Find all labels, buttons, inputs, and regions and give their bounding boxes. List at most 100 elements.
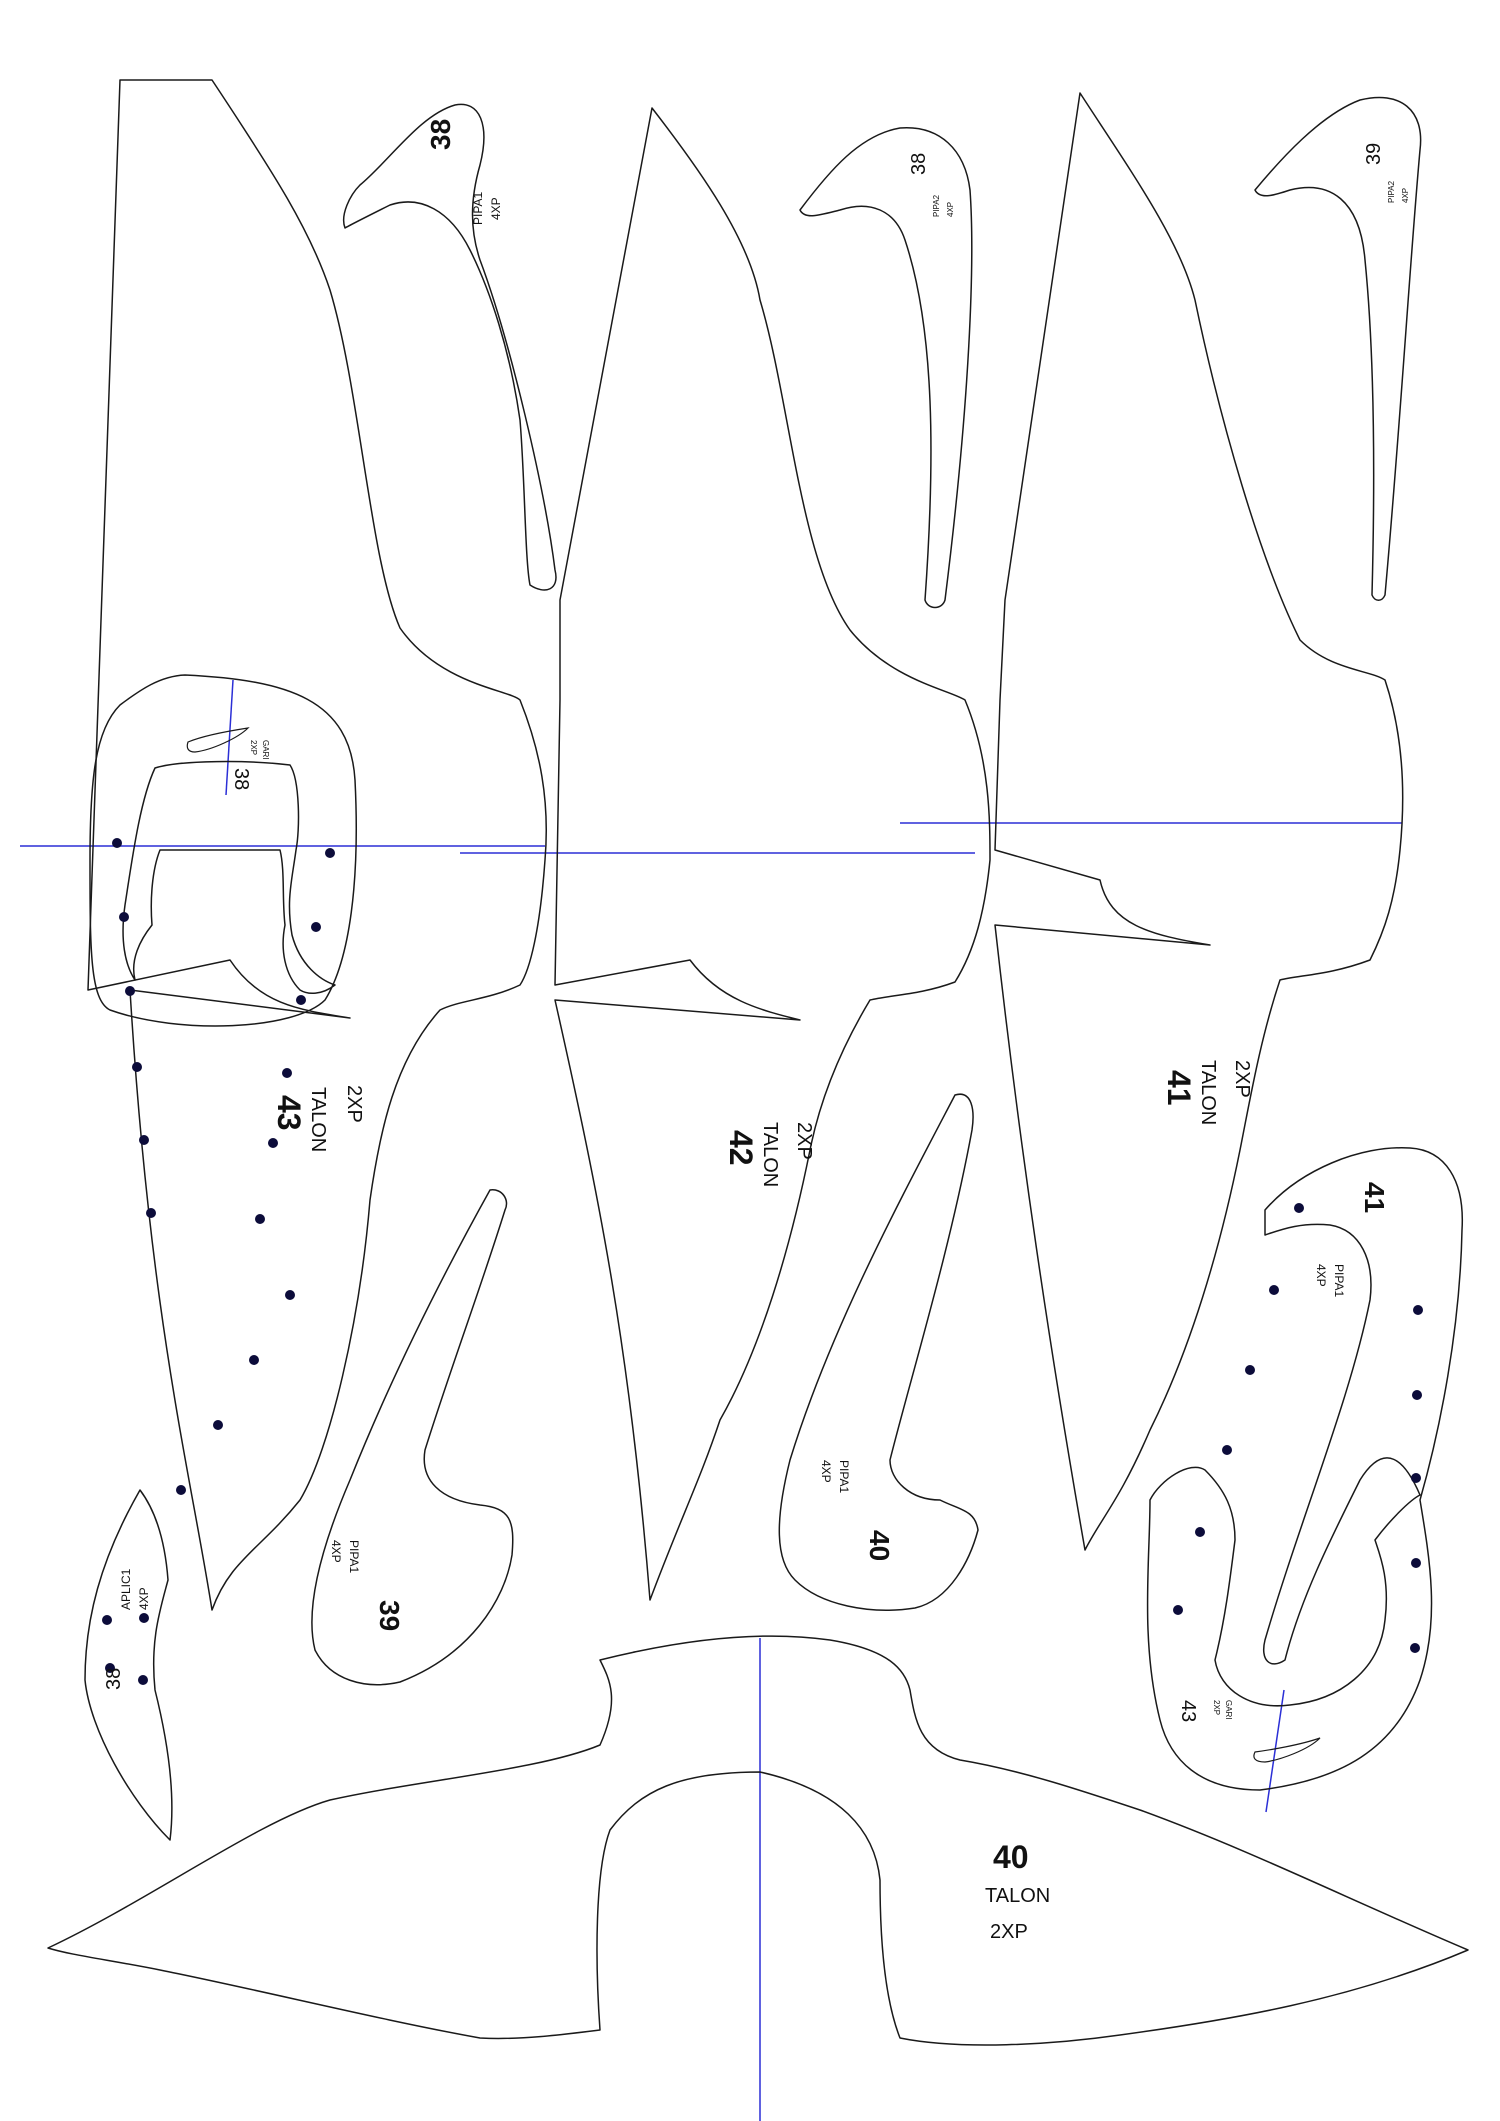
talon-piece-43 (87, 79, 548, 1611)
size-label: 41 (1161, 1070, 1197, 1106)
piece-name: PIPA2 (1387, 180, 1396, 203)
piece-name: PIPA1 (837, 1460, 851, 1493)
talon41-label: 41 TALON 2XP (1161, 1060, 1253, 1125)
piece-name: GARI (261, 740, 270, 760)
pipa-piece-40 (778, 1093, 979, 1611)
piece-qty: 2XP (1212, 1700, 1221, 1715)
punch-dot (119, 912, 129, 922)
punch-dots (102, 1613, 149, 1685)
punch-dot (311, 922, 321, 932)
size-label: 43 (1177, 1700, 1199, 1722)
piece-qty: 2XP (793, 1122, 815, 1160)
pipa-piece-39b (1254, 96, 1422, 601)
punch-dot (249, 1355, 259, 1365)
pipa39-label: 39 PIPA1 4XP (329, 1540, 405, 1631)
pipa-piece-39 (311, 1189, 514, 1686)
punch-dot (112, 838, 122, 848)
punch-dot (1222, 1445, 1232, 1455)
piece-name: PIPA1 (347, 1540, 361, 1573)
punch-dot (296, 995, 306, 1005)
gari-piece-38 (89, 674, 357, 1027)
piece-name: APLIC1 (119, 1568, 133, 1610)
talon-piece-42 (554, 107, 991, 1601)
piece-name: TALON (985, 1885, 1050, 1907)
swoosh-icon (186, 727, 250, 753)
piece-qty: 2XP (1231, 1060, 1253, 1098)
punch-dot (1195, 1527, 1205, 1537)
aplic-piece-38 (84, 1489, 173, 1841)
punch-dot (139, 1613, 149, 1623)
size-label: 42 (723, 1130, 759, 1166)
punch-dot (1245, 1365, 1255, 1375)
punch-dot (1173, 1605, 1183, 1615)
pipa-piece-41 (1146, 1147, 1464, 1791)
piece-qty: 4XP (137, 1587, 151, 1610)
piece-qty: 2XP (990, 1921, 1028, 1943)
size-label: 40 (993, 1839, 1029, 1875)
punch-dot (138, 1675, 148, 1685)
size-label: 40 (864, 1530, 895, 1561)
pipa40-label: 40 PIPA1 4XP (819, 1460, 895, 1561)
size-label: 41 (1359, 1182, 1390, 1213)
piece-name: TALON (759, 1122, 781, 1187)
talon40-label: 40 TALON 2XP (985, 1839, 1050, 1943)
punch-dot (325, 848, 335, 858)
punch-dot (102, 1615, 112, 1625)
aplic38-label: 38 APLIC1 4XP (103, 1568, 151, 1690)
punch-dot (285, 1290, 295, 1300)
pipa-piece-38 (343, 103, 557, 591)
piece-qty: 2XP (343, 1085, 365, 1123)
punch-dot (139, 1135, 149, 1145)
punch-dot (105, 1663, 115, 1673)
punch-dots (112, 838, 335, 1495)
talon-piece-40 (47, 1635, 1469, 2046)
size-label: 38 (908, 153, 930, 175)
punch-dot (1294, 1203, 1304, 1213)
piece-qty: 4XP (489, 197, 503, 220)
punch-dot (1411, 1473, 1421, 1483)
piece-qty: 4XP (819, 1460, 833, 1483)
gari38-label: 38 GARI 2XP (230, 740, 270, 790)
guide-line (1265, 1689, 1285, 1813)
size-label: 38 (230, 768, 252, 790)
swoosh-icon (1253, 1737, 1321, 1763)
size-label: 38 (103, 1668, 125, 1690)
pipa38b-label: 38 PIPA2 4XP (908, 153, 955, 217)
punch-dot (213, 1420, 223, 1430)
punch-dots (1173, 1203, 1423, 1653)
piece-qty: 4XP (1401, 188, 1410, 203)
guide-lines (20, 679, 1402, 2121)
talon43-label: 43 TALON 2XP (271, 1085, 365, 1152)
punch-dot (282, 1068, 292, 1078)
pipa-piece-38b (799, 127, 973, 609)
pipa39b-label: 39 PIPA2 4XP (1363, 143, 1410, 203)
talon42-label: 42 TALON 2XP (723, 1122, 815, 1187)
punch-dot (176, 1485, 186, 1495)
punch-dot (125, 986, 135, 996)
punch-dot (1410, 1643, 1420, 1653)
size-label: 43 (271, 1095, 307, 1131)
punch-dot (1412, 1390, 1422, 1400)
punch-dot (255, 1214, 265, 1224)
piece-name: PIPA2 (932, 194, 941, 217)
size-label: 39 (374, 1600, 405, 1631)
piece-name: PIPA1 (1332, 1264, 1346, 1297)
size-label: 38 (425, 119, 456, 150)
piece-name: PIPA1 (471, 192, 485, 225)
piece-name: TALON (307, 1087, 329, 1152)
piece-qty: 4XP (946, 202, 955, 217)
talon-piece-41 (994, 92, 1404, 1551)
punch-dot (1411, 1558, 1421, 1568)
pipa41-label: 41 PIPA1 4XP (1314, 1182, 1390, 1297)
pipa38-label: 38 PIPA1 4XP (425, 119, 503, 225)
piece-qty: 4XP (329, 1540, 343, 1563)
punch-dot (1269, 1285, 1279, 1295)
piece-qty: 4XP (1314, 1264, 1328, 1287)
punch-dot (132, 1062, 142, 1072)
piece-name: GARI (1224, 1700, 1233, 1720)
piece-name: TALON (1197, 1060, 1219, 1125)
punch-dot (1413, 1305, 1423, 1315)
punch-dot (146, 1208, 156, 1218)
guide-line (225, 679, 234, 796)
